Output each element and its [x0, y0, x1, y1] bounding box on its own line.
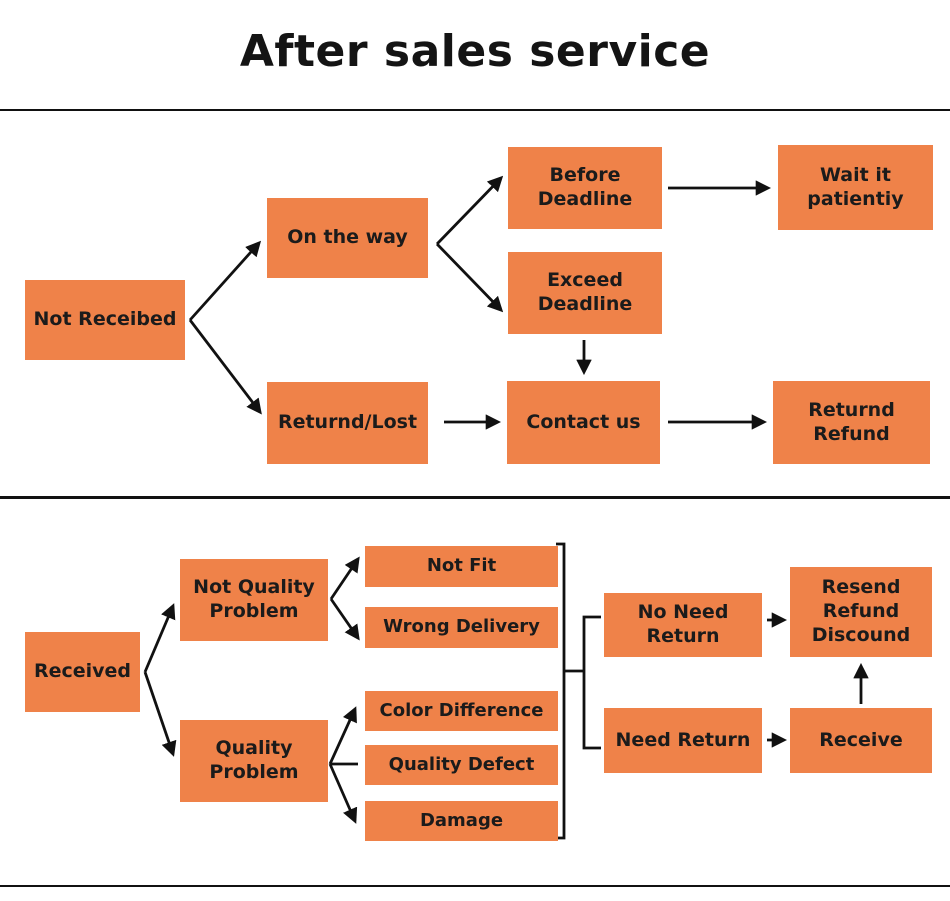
bracket-inner: [582, 615, 601, 750]
divider-top: [0, 109, 950, 111]
node-before-deadline: Before Deadline: [508, 147, 662, 229]
node-damage: Damage: [365, 801, 558, 841]
node-receive: Receive: [790, 708, 932, 773]
arrow-ontheway-exceeddeadline: [435, 243, 504, 313]
node-resend-refund-discound: Resend Refund Discound: [790, 567, 932, 657]
arrow-received-qualityproblem: [143, 671, 177, 757]
node-returnd-refund: Returnd Refund: [773, 381, 930, 464]
divider-bottom: [0, 885, 950, 887]
node-not-fit: Not Fit: [365, 546, 558, 587]
arrow-notqualityproblem-notfit: [329, 556, 360, 600]
node-no-need-return: No Need Return: [604, 593, 762, 657]
node-on-the-way: On the way: [267, 198, 428, 278]
divider-mid: [0, 496, 950, 499]
node-contact-us: Contact us: [507, 381, 660, 464]
node-not-quality-problem: Not Quality Problem: [180, 559, 328, 641]
arrow-qualityproblem-damage: [328, 763, 358, 824]
node-received: Received: [25, 632, 140, 712]
node-need-return: Need Return: [604, 708, 762, 773]
node-quality-problem: Quality Problem: [180, 720, 328, 802]
arrow-ontheway-beforedeadline: [435, 175, 504, 245]
node-not-receibed: Not Receibed: [25, 280, 185, 360]
node-wait-it-patientiy: Wait it patientiy: [778, 145, 933, 230]
node-quality-defect: Quality Defect: [365, 745, 558, 785]
arrow-received-notqualityproblem: [143, 603, 176, 673]
node-exceed-deadline: Exceed Deadline: [508, 252, 662, 334]
page-title: After sales service: [239, 26, 711, 77]
node-returnd-lost: Returnd/Lost: [267, 382, 428, 464]
arrow-notreceibed-ontheway: [188, 240, 262, 321]
arrow-notreceibed-returndlost: [188, 319, 262, 415]
arrow-notqualityproblem-wrongdelivery: [329, 598, 360, 641]
arrow-qualityproblem-colordifference: [328, 706, 357, 765]
node-wrong-delivery: Wrong Delivery: [365, 607, 558, 648]
node-color-difference: Color Difference: [365, 691, 558, 731]
